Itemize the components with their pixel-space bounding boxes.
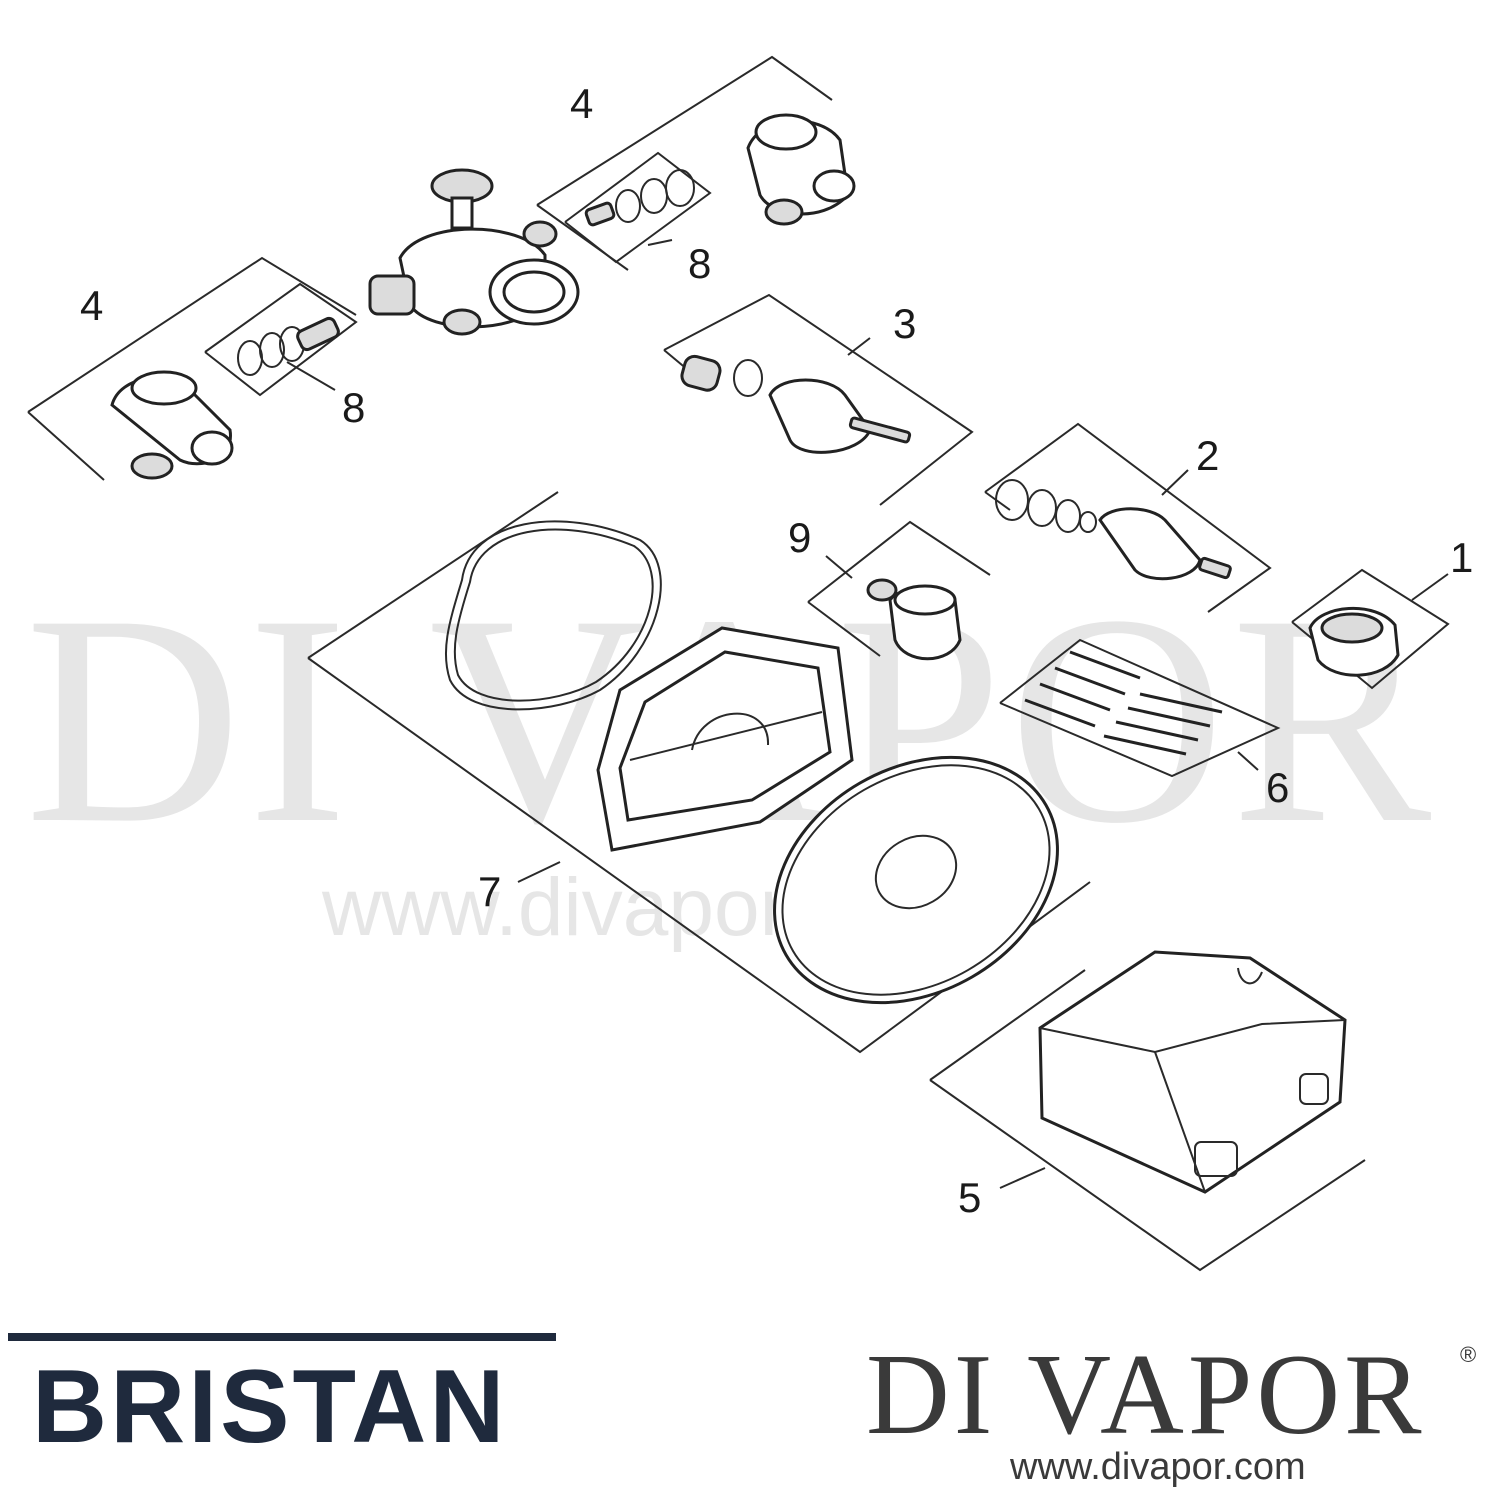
- registered-mark: ®: [1460, 1342, 1477, 1367]
- mounting-frame: [596, 626, 854, 852]
- bristan-logo-bar: [8, 1333, 556, 1341]
- elbow-left: [110, 370, 234, 480]
- bristan-logo-text: BRISTAN: [32, 1349, 508, 1465]
- divapor-logo-text: DI VAPOR: [866, 1331, 1426, 1459]
- callout-7: 7: [478, 868, 501, 915]
- callout-3: 3: [893, 300, 916, 347]
- leader-3: [847, 337, 871, 356]
- seal-set-left: [237, 316, 340, 376]
- group-8-top-bracket: [564, 151, 712, 264]
- callout-4-left: 4: [80, 282, 103, 329]
- callout-4-top: 4: [570, 80, 593, 127]
- leader-6: [1237, 751, 1259, 771]
- callout-1: 1: [1450, 534, 1473, 581]
- group-6-bracket: [999, 638, 1281, 778]
- gasket-ring: [444, 520, 662, 711]
- leader-7: [517, 861, 561, 883]
- group-2-bracket: [984, 422, 1272, 613]
- bristan-logo: BRISTAN: [8, 1333, 556, 1463]
- leader-9: [825, 555, 853, 579]
- valve-body: [368, 168, 580, 336]
- leader-5: [999, 1167, 1046, 1189]
- callout-8-top: 8: [688, 240, 711, 287]
- flow-cartridge: [995, 479, 1232, 581]
- group-8-left-bracket: [204, 282, 358, 397]
- group-4-left-bracket: [27, 256, 357, 481]
- callout-8-left: 8: [342, 384, 365, 431]
- control-knob: [866, 578, 962, 661]
- elbow-top-right: [746, 113, 856, 226]
- callout-5: 5: [958, 1174, 981, 1221]
- handle-cap: [1308, 606, 1400, 677]
- group-9-bracket: [807, 520, 991, 657]
- screw-set: [1024, 650, 1223, 756]
- thermostatic-cartridge: [680, 354, 912, 454]
- leader-2: [1161, 469, 1189, 496]
- callout-6: 6: [1266, 764, 1289, 811]
- divapor-url: www.divapor.com: [1010, 1446, 1306, 1488]
- callout-2: 2: [1196, 432, 1219, 479]
- seal-set-top: [584, 169, 695, 227]
- leader-1: [1411, 573, 1449, 601]
- cover-plate: [773, 755, 1059, 1005]
- callout-9: 9: [788, 514, 811, 561]
- group-5-bracket: [929, 969, 1366, 1272]
- wall-shroud: [1038, 950, 1347, 1194]
